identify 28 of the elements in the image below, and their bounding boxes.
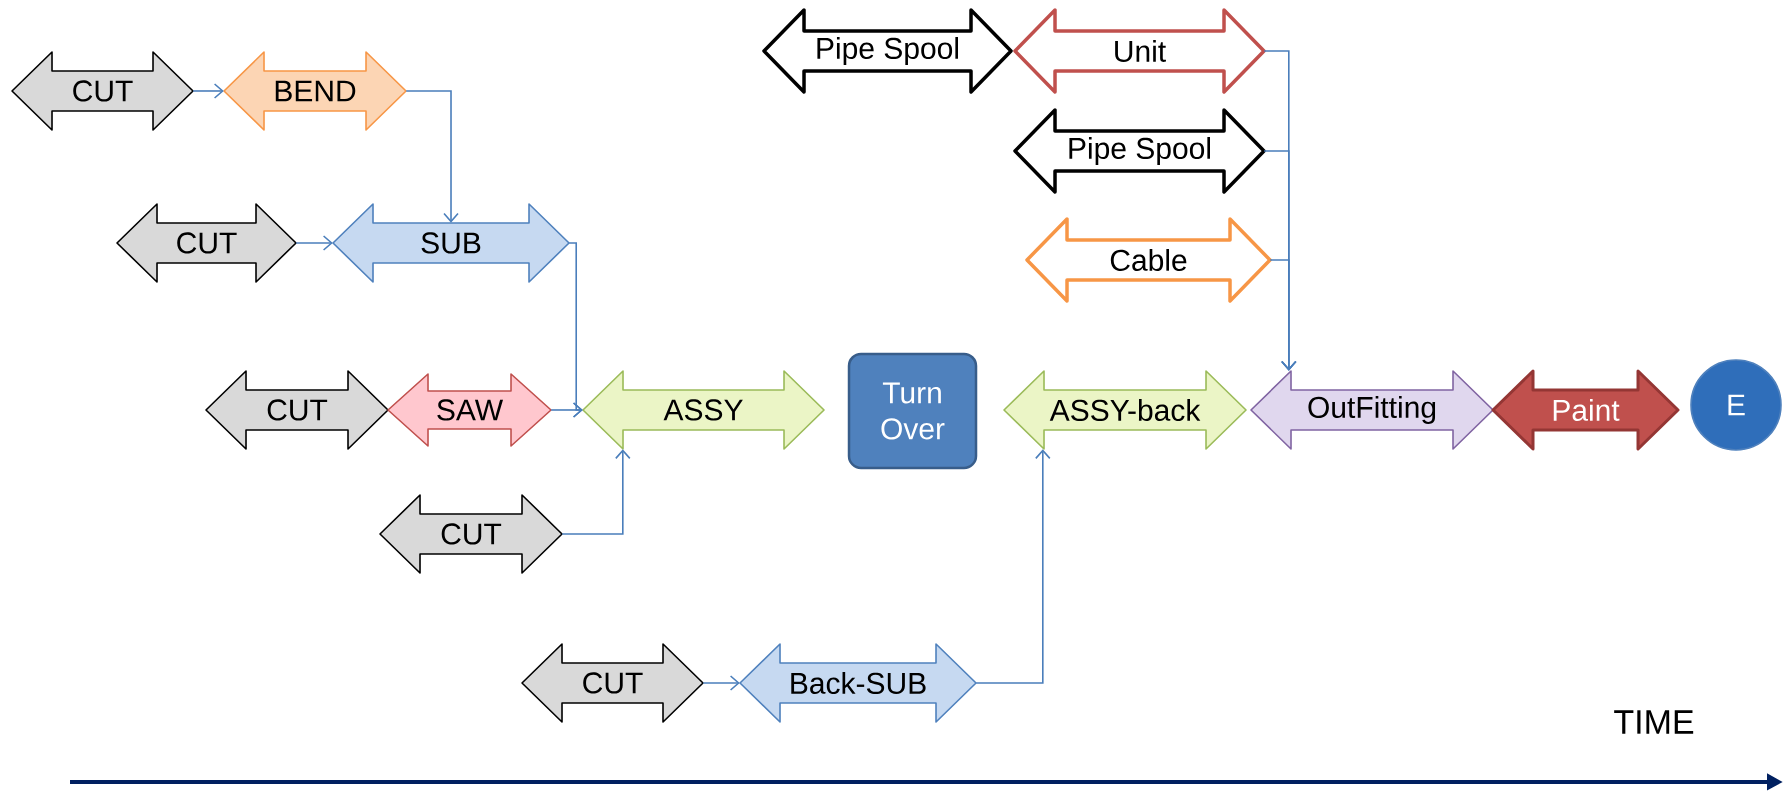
activity-block: CUT xyxy=(205,370,389,450)
activity-block: ASSY xyxy=(582,370,825,450)
axis-label: TIME xyxy=(1614,710,1694,734)
activity-block: Unit xyxy=(1013,8,1266,94)
activity-block: CUT xyxy=(379,494,563,574)
activity-block: CUT xyxy=(521,643,704,723)
rounded-box: Turn Over xyxy=(847,352,978,470)
activity-block: OutFitting xyxy=(1250,370,1494,450)
activity-block: Pipe Spool xyxy=(762,8,1013,94)
connector-arrow xyxy=(192,83,224,99)
activity-block: ASSY-back xyxy=(1003,370,1247,450)
connector-arrow xyxy=(561,449,631,535)
activity-block: SAW xyxy=(387,373,552,447)
connector-arrow xyxy=(975,449,1051,684)
activity-block: Back-SUB xyxy=(739,643,977,723)
activity-block: CUT xyxy=(116,203,297,283)
connector-arrow xyxy=(1269,259,1297,371)
activity-block: Cable xyxy=(1025,217,1272,303)
activity-block: BEND xyxy=(223,51,407,131)
connector-arrow xyxy=(295,235,333,251)
activity-block: Pipe Spool xyxy=(1013,108,1266,194)
connector-arrow xyxy=(550,402,583,418)
connector-arrow xyxy=(405,90,459,223)
activity-block: Paint xyxy=(1491,369,1680,451)
activity-block: SUB xyxy=(332,203,570,283)
circle-node: E xyxy=(1690,359,1782,451)
connector-arrow xyxy=(702,675,740,691)
activity-block: CUT xyxy=(11,51,194,131)
